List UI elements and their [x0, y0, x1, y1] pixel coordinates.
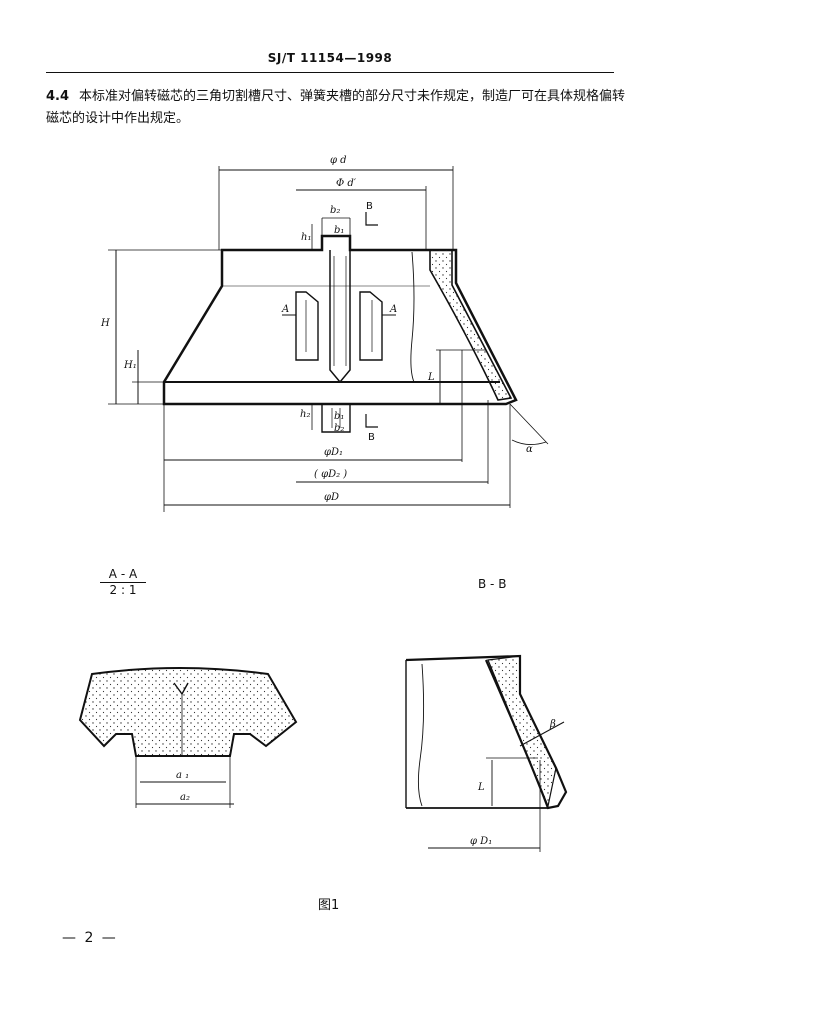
label-phi-d: φ d — [330, 155, 347, 166]
label-beta: β — [549, 719, 556, 730]
label-b-inner: b₁ — [334, 225, 344, 236]
clause-number: 4.4 — [46, 89, 70, 104]
label-B-top: B — [366, 201, 373, 212]
label-a1: a ₁ — [176, 770, 189, 781]
label-B-bottom: B — [368, 432, 375, 443]
section-bb-title: B - B — [478, 577, 507, 591]
header-rule — [46, 72, 614, 73]
label-A-left: A — [281, 304, 289, 315]
label-a2: a₂ — [180, 792, 190, 803]
main-view — [108, 166, 549, 512]
page-number: — 2 — — [62, 930, 118, 946]
standard-number-header: SJ/T 11154—1998 — [267, 51, 393, 65]
label-alpha: α — [526, 444, 533, 455]
label-h-upper: h₁ — [301, 232, 311, 243]
section-aa-scale: 2 : 1 — [109, 583, 137, 597]
label-phi-D1: φD₁ — [324, 447, 343, 458]
section-aa-title: A - A 2 : 1 — [100, 567, 146, 597]
label-phi-d-prime: Φ d′ — [336, 178, 357, 189]
label-L: L — [427, 372, 435, 383]
figure-caption: 图1 — [318, 898, 340, 913]
label-phi-D2: ( φD₂ ) — [314, 469, 347, 480]
section-bb-view — [405, 654, 568, 852]
label-b1-lower: b₁ — [334, 411, 344, 422]
label-L-bb: L — [477, 782, 485, 793]
label-h-lower: h₂ — [300, 409, 310, 420]
clause-text: 本标准对偏转磁芯的三角切割槽尺寸、弹簧夹槽的部分尺寸未作规定，制造厂可在具体规格… — [46, 89, 626, 126]
label-b-top: b₂ — [330, 205, 340, 216]
label-H: H — [100, 318, 110, 329]
label-phi-D: φD — [324, 492, 339, 503]
label-H1: H₁ — [123, 360, 137, 371]
section-aa-view — [78, 667, 298, 808]
label-A-right: A — [389, 304, 397, 315]
label-phi-D1-bb: φ D₁ — [470, 836, 492, 847]
section-aa-name: A - A — [100, 567, 146, 583]
label-b2-lower: b₂ — [334, 423, 344, 434]
